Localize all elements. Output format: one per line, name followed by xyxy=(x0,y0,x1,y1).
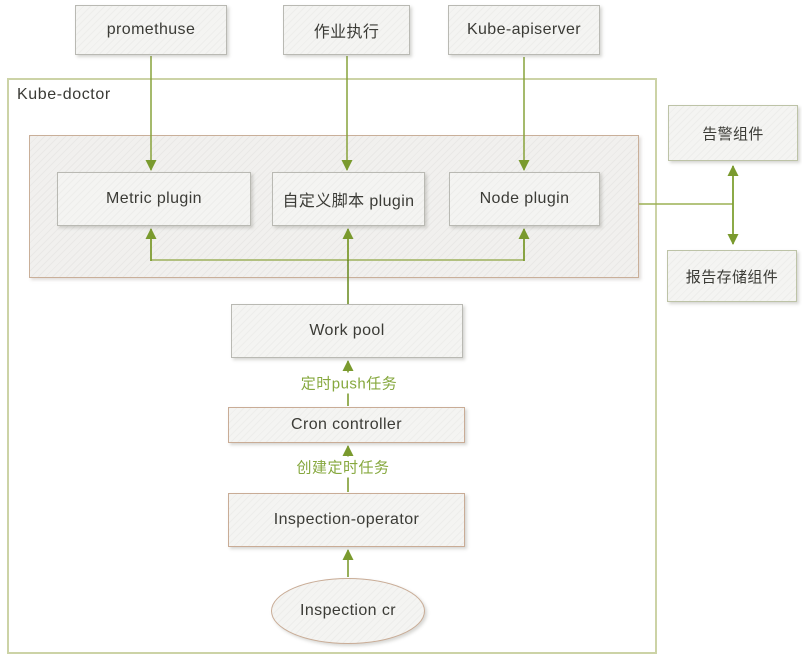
work-pool-box: Work pool xyxy=(231,304,463,358)
inspection-cr-ellipse: Inspection cr xyxy=(271,578,425,644)
node-plugin-box: Node plugin xyxy=(449,172,600,226)
inspection-operator-box: Inspection-operator xyxy=(228,493,465,547)
job-exec-box: 作业执行 xyxy=(283,5,410,55)
script-plugin-box: 自定义脚本 plugin xyxy=(272,172,425,226)
create-task-edge-label: 创建定时任务 xyxy=(291,456,395,478)
cron-controller-box: Cron controller xyxy=(228,407,465,443)
kube-doctor-label: Kube-doctor xyxy=(17,86,111,103)
report-storage-box: 报告存储组件 xyxy=(667,250,797,302)
alert-component-box: 告警组件 xyxy=(668,105,798,161)
prometheus-box: promethuse xyxy=(75,5,227,55)
push-task-edge-label: 定时push任务 xyxy=(295,372,403,394)
kube-apiserver-box: Kube-apiserver xyxy=(448,5,600,55)
metric-plugin-box: Metric plugin xyxy=(57,172,251,226)
